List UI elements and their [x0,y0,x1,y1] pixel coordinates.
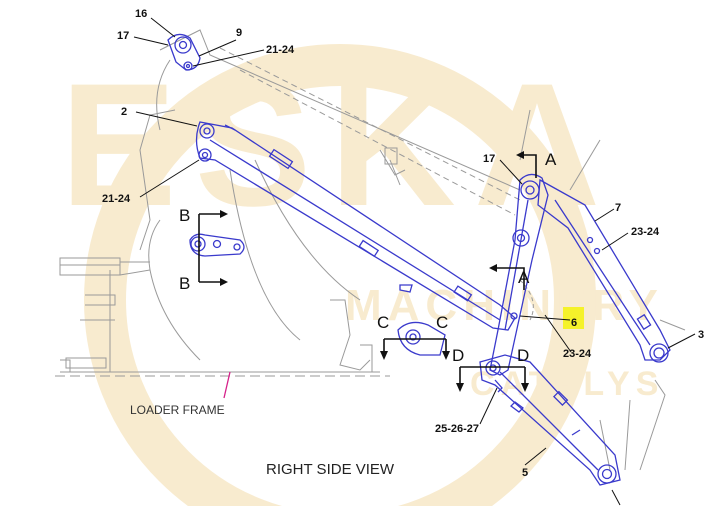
c-bracket [397,321,446,356]
view-caption: RIGHT SIDE VIEW [266,461,395,478]
leader-lines [133,17,696,506]
callout-17-top: 17 [117,30,129,42]
callout-16: 16 [135,8,147,20]
component-outlines [167,33,671,486]
section-arrows [198,151,537,392]
callout-2: 2 [121,106,127,118]
callout-21-24-top: 21-24 [266,44,295,56]
watermark: ESKA MACHINERY CATALYS [60,44,658,511]
b-pin-group [189,233,245,257]
section-c-right: C [436,313,448,332]
loader-frame-label: LOADER FRAME [130,403,225,417]
callout-23-24-upper: 23-24 [631,226,660,238]
callout-3: 3 [698,329,704,341]
watermark-ring [84,44,596,511]
ghost-lines [55,29,686,471]
callout-7: 7 [615,202,621,214]
callout-9: 9 [236,27,242,39]
callout-5: 5 [522,467,528,479]
callout-21-24-mid: 21-24 [102,193,131,205]
callout-17-right: 17 [483,153,495,165]
loader-frame-leader [223,371,231,399]
section-d-left: D [452,346,464,365]
section-a-bottom: A [518,268,530,287]
section-c-left: C [377,313,389,332]
callout-6-highlight [563,307,584,329]
section-d-right: D [517,346,529,365]
callout-23-24-lower: 23-24 [563,348,592,360]
section-b-top: B [179,206,190,225]
callout-25-26-27: 25-26-27 [435,423,479,435]
callout-6: 6 [571,317,577,329]
section-a-top: A [545,150,557,169]
section-b-bottom: B [179,274,190,293]
watermark-main-text: ESKA [60,48,618,243]
